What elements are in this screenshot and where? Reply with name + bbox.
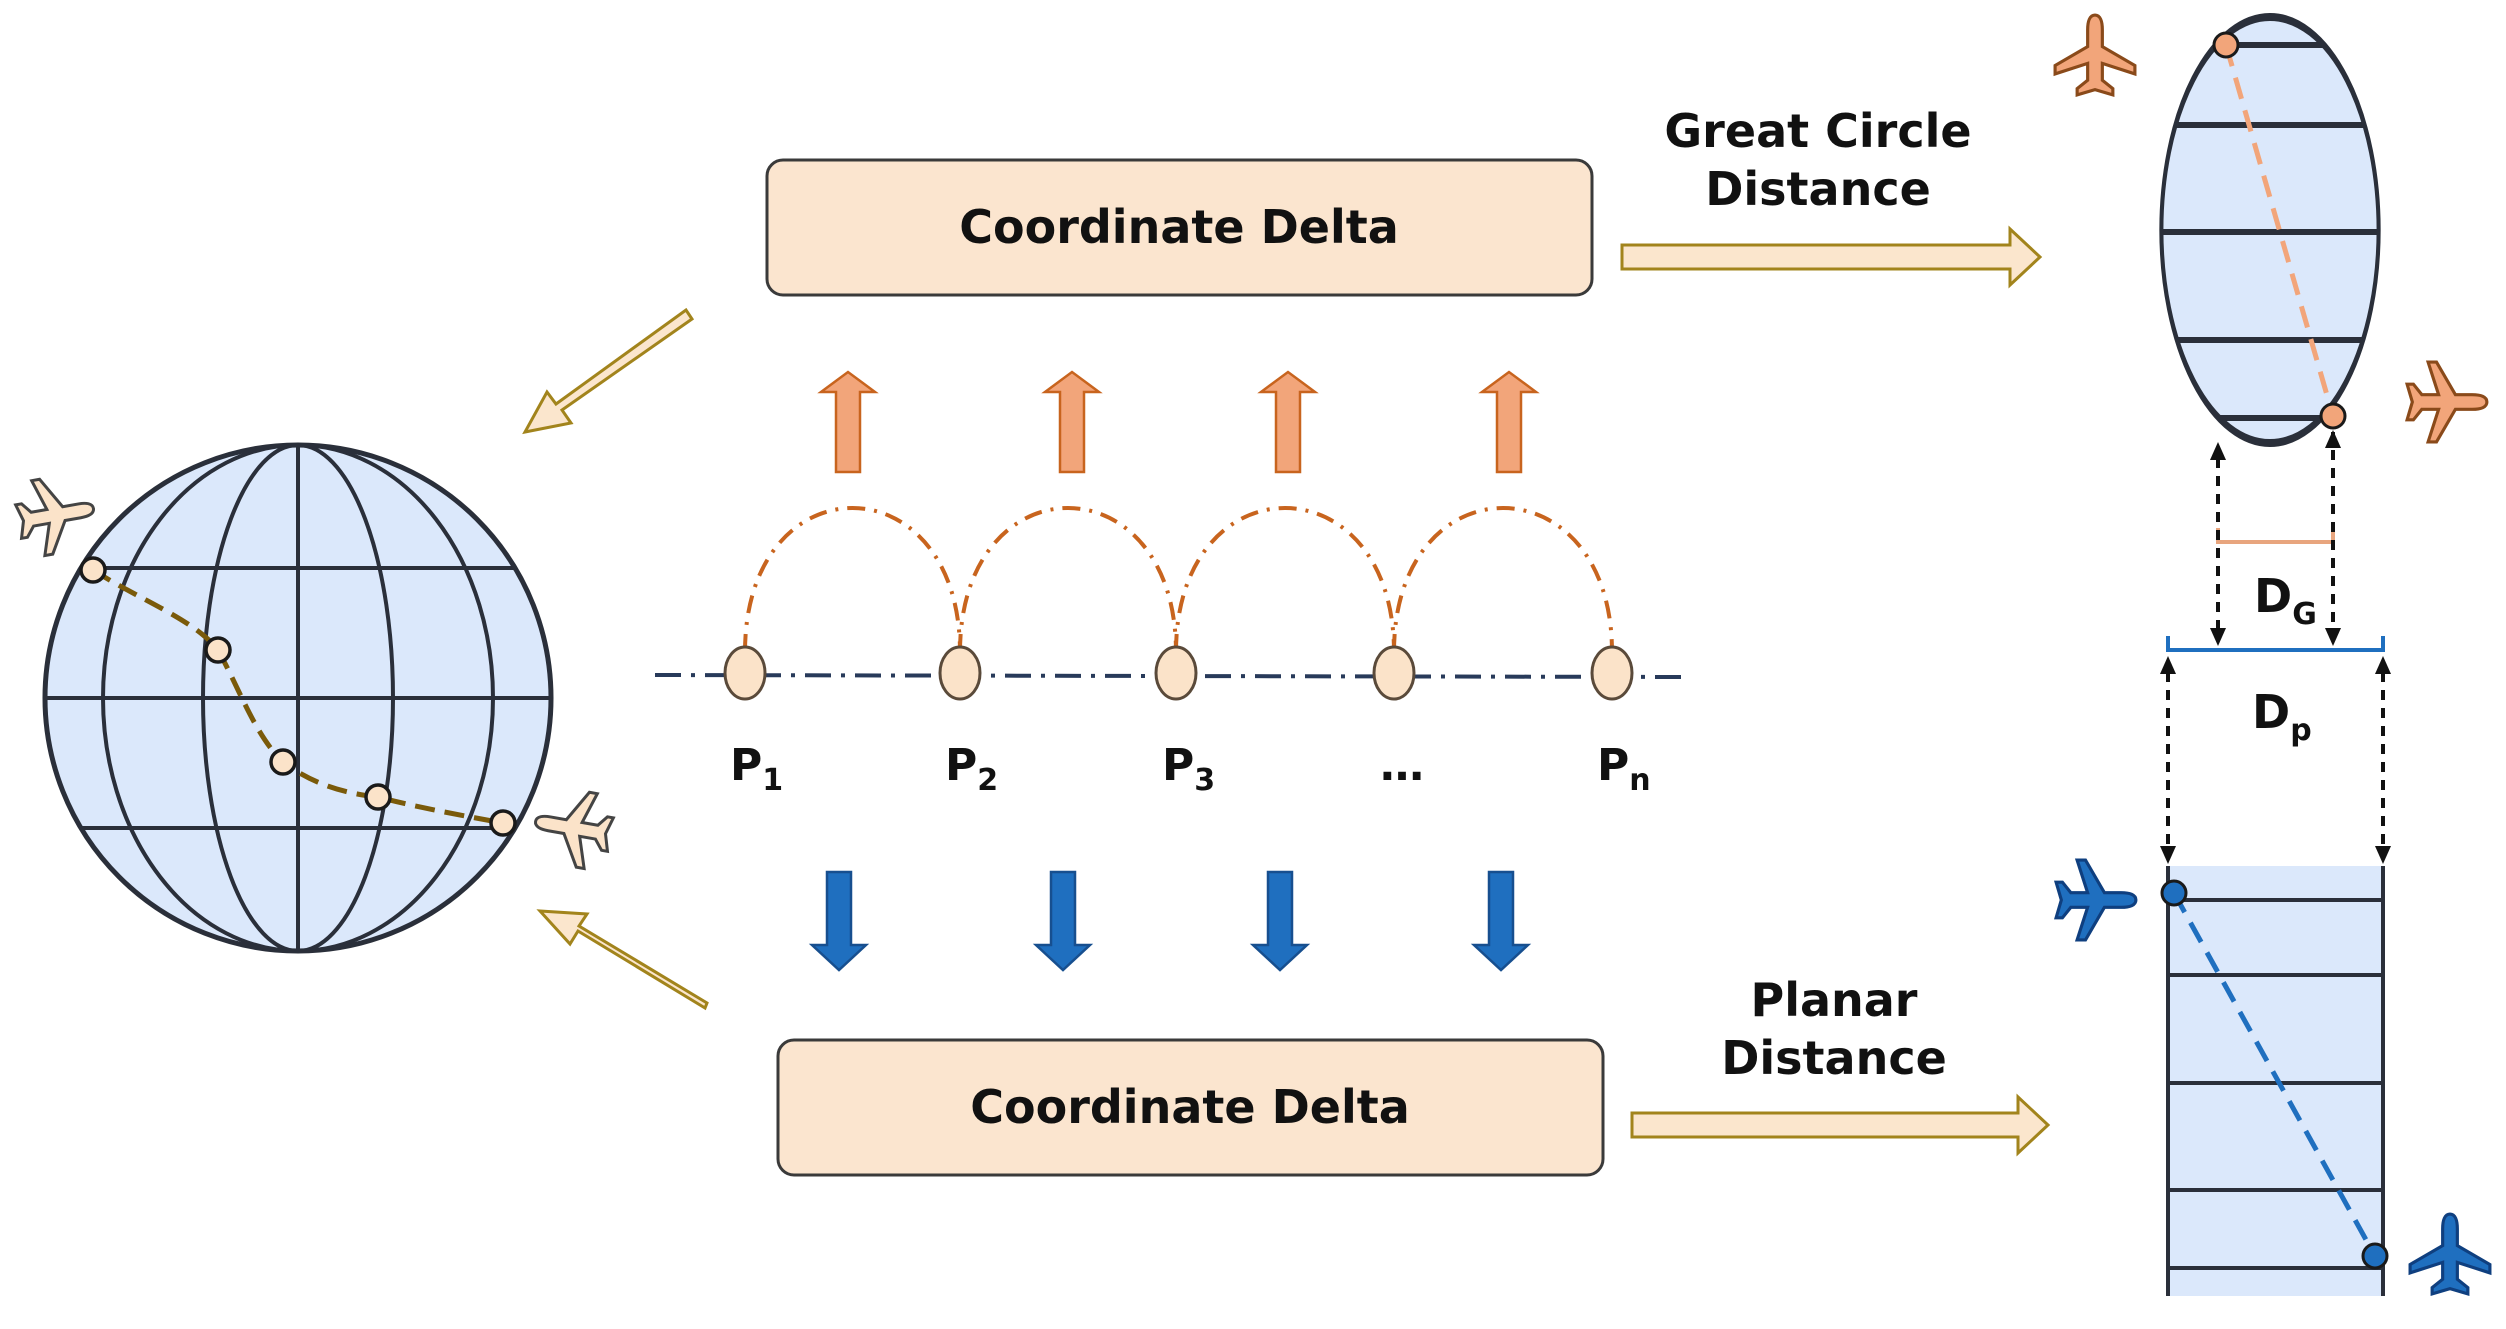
- trajectory-point-3: [1154, 645, 1198, 701]
- dg-label: DG: [2254, 569, 2317, 632]
- up-arrow-3: [1257, 370, 1319, 474]
- arc-3: [1174, 506, 1396, 653]
- dimension-arrowheads: [2160, 430, 2391, 864]
- dp-label: Dp: [2252, 685, 2312, 748]
- label-p1: P1: [730, 740, 783, 798]
- airplane-icon: [2405, 360, 2489, 444]
- down-arrow-4: [1470, 870, 1532, 972]
- planar-route: [2171, 891, 2378, 1258]
- label-pn: Pn: [1597, 740, 1651, 798]
- right-arrow-top: [1620, 225, 2043, 289]
- up-arrow-1: [817, 370, 879, 474]
- label-p2: P2: [945, 740, 998, 798]
- arc-4: [1392, 506, 1614, 653]
- right-arrow-bottom: [1630, 1093, 2051, 1157]
- dimension-arrows: [2166, 432, 2385, 848]
- globe-point-5: [489, 809, 517, 837]
- great-circle-caption-line1: Great Circle: [1664, 104, 1971, 158]
- top-coordinate-box-label: Coordinate Delta: [959, 200, 1399, 254]
- airplane-icon: [10, 469, 102, 561]
- bottom-coordinate-box-label: Coordinate Delta: [970, 1080, 1410, 1134]
- up-arrows: [817, 370, 1540, 474]
- dp-bracket: [2166, 636, 2385, 652]
- up-arrow-4: [1478, 370, 1540, 474]
- dg-bracket: [2216, 528, 2335, 544]
- up-arrow-2: [1041, 370, 1103, 474]
- trajectory-point-1: [723, 645, 767, 701]
- planar-caption-line2: Distance: [1721, 1031, 1947, 1085]
- planar-start-point: [2160, 879, 2188, 907]
- airplane-icon: [527, 782, 619, 874]
- planar-end-point: [2361, 1242, 2389, 1270]
- globe-point-2: [204, 636, 232, 664]
- globe-icon: [42, 442, 554, 954]
- globe-point-1: [79, 556, 107, 584]
- trajectory-point-4: [1372, 645, 1416, 701]
- arrow-to-globe-from-bottom: [536, 909, 709, 1011]
- arc-1: [743, 506, 962, 653]
- trajectory-point-n: [1590, 645, 1634, 701]
- ellipse-map-icon: [2159, 13, 2381, 447]
- planar-map-icon: [2160, 866, 2389, 1296]
- airplane-icon: [2053, 13, 2137, 97]
- top-coordinate-box: [765, 158, 1594, 297]
- trajectory-points: [723, 645, 1634, 701]
- great-circle-end-point: [2319, 402, 2347, 430]
- great-circle-caption-line2: Distance: [1705, 162, 1931, 216]
- globe-point-4: [364, 783, 392, 811]
- great-circle-start-point: [2212, 31, 2240, 59]
- bottom-coordinate-box: [776, 1038, 1605, 1177]
- airplane-icon: [2054, 858, 2138, 942]
- great-circle-route: [2223, 44, 2336, 417]
- down-arrow-1: [808, 870, 870, 972]
- arc-2: [958, 506, 1178, 653]
- label-p3: P3: [1162, 740, 1215, 798]
- down-arrow-3: [1249, 870, 1311, 972]
- airplane-icon: [2408, 1212, 2492, 1296]
- planar-caption-line1: Planar: [1751, 973, 1918, 1027]
- down-arrows: [808, 870, 1532, 972]
- arc-group: [743, 506, 1614, 653]
- trajectory-point-2: [938, 645, 982, 701]
- globe-point-3: [269, 748, 297, 776]
- arrow-to-globe-from-top: [522, 307, 695, 435]
- label-ellipsis: …: [1380, 740, 1424, 791]
- down-arrow-2: [1032, 870, 1094, 972]
